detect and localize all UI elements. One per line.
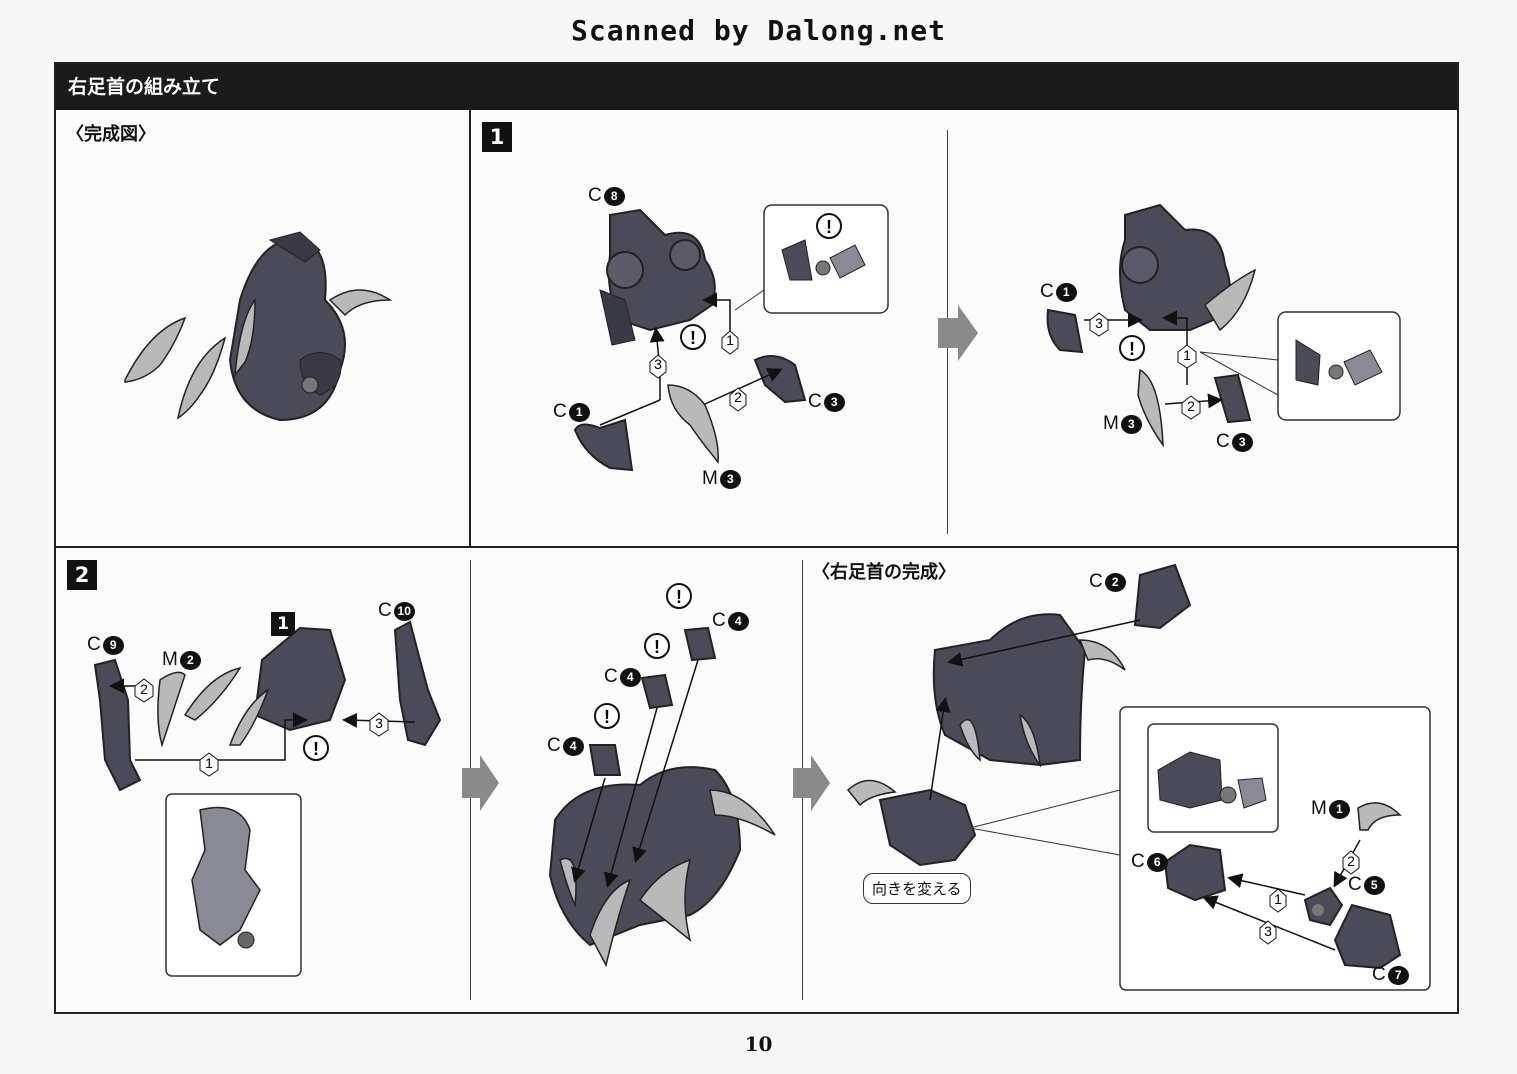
- next-arrow-2: [462, 755, 499, 811]
- order-mark-3: 3: [654, 356, 662, 372]
- completed-ankle-illustration: [124, 231, 393, 422]
- svg-text:!: !: [313, 739, 319, 759]
- scan-watermark: Scanned by Dalong.net: [570, 14, 946, 47]
- svg-text:!: !: [826, 217, 832, 237]
- order-mark-3b: 3: [1095, 315, 1103, 331]
- order-mark-2: 2: [734, 389, 742, 405]
- order-mark-1d: 1: [1274, 891, 1282, 907]
- step2-middle-illustration: [548, 626, 776, 968]
- completed-view-label: 〈完成図〉: [66, 124, 156, 145]
- section-title: 右足首の組み立て: [56, 64, 1457, 110]
- order-mark-1b: 1: [1183, 347, 1191, 363]
- row-divider: [54, 546, 1459, 548]
- page-number: 10: [744, 1032, 773, 1056]
- turn-around-note: 向きを変える: [863, 873, 971, 904]
- step1-detail-callout: [734, 204, 889, 314]
- next-arrow-1: [938, 305, 978, 361]
- order-mark-1c: 1: [205, 755, 213, 771]
- order-mark-3d: 3: [1264, 923, 1272, 939]
- step1-leg-illustration: [573, 208, 807, 472]
- svg-text:!: !: [690, 328, 696, 348]
- step-2-badge: 2: [67, 560, 97, 590]
- assembly-order-marks: 3 1 2 3 1 2 2 1 3 2 1 3: [134, 312, 1360, 945]
- svg-text:!: !: [654, 637, 660, 657]
- ankle-completion-illustration: [846, 563, 1431, 991]
- next-arrow-3: [793, 755, 830, 811]
- step-1-reference-badge: 1: [271, 612, 295, 636]
- step1-result-illustration: [1046, 203, 1401, 448]
- svg-text:!: !: [604, 707, 610, 727]
- svg-text:!: !: [676, 587, 682, 607]
- svg-text:!: !: [1129, 339, 1135, 359]
- order-mark-2d: 2: [1347, 853, 1355, 869]
- order-mark-1: 1: [726, 332, 734, 348]
- ankle-completion-label: 〈右足首の完成〉: [812, 562, 956, 583]
- order-mark-2c: 2: [140, 681, 148, 697]
- order-mark-3c: 3: [375, 715, 383, 731]
- col-divider-top: [469, 108, 471, 546]
- order-mark-2b: 2: [1187, 398, 1195, 414]
- step2-foot-illustration: [93, 620, 442, 977]
- step-1-badge: 1: [482, 122, 512, 152]
